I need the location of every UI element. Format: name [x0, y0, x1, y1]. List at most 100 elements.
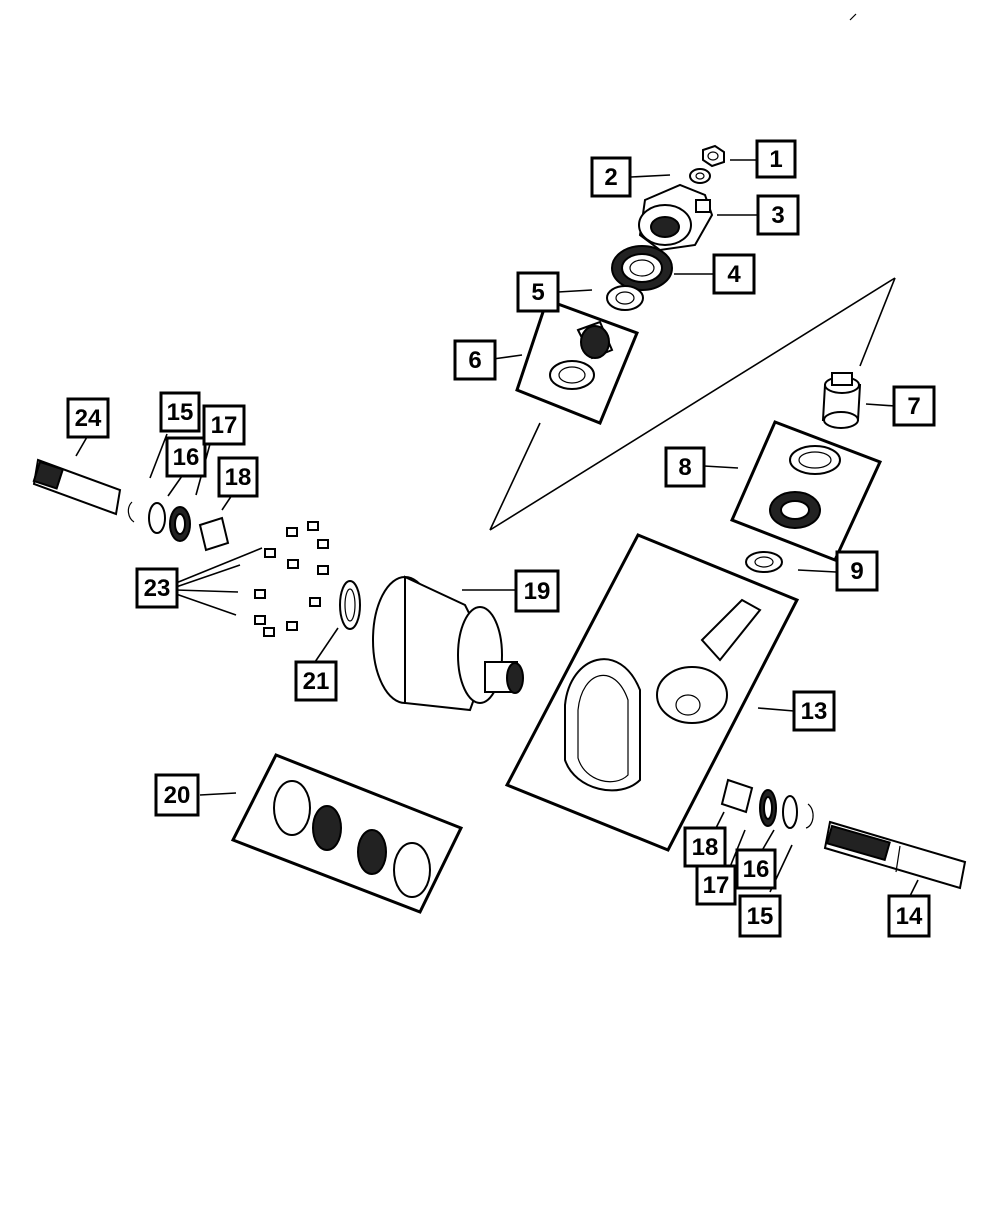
group-box-6: [515, 298, 639, 425]
callout-number: 8: [678, 454, 691, 481]
callout-18b: 18: [683, 826, 727, 868]
callout-15a: 15: [159, 391, 201, 433]
callout-number: 2: [604, 164, 617, 191]
callout-number: 3: [771, 202, 784, 229]
callout-20: 20: [154, 773, 200, 817]
callout-box: [516, 271, 560, 313]
callout-13: 13: [792, 690, 836, 732]
corner-mark: [849, 13, 857, 21]
callout-box: [590, 156, 632, 198]
callout-16b: 16: [735, 848, 777, 890]
callout-box: [835, 550, 879, 592]
callout-4: 4: [712, 253, 756, 295]
callout-6: 6: [453, 339, 497, 381]
callout-box: [453, 339, 497, 381]
callout-21: 21: [294, 660, 338, 702]
callout-box: [202, 404, 246, 446]
callout-17a: 17: [202, 404, 246, 446]
guide-lines: [489, 277, 896, 531]
callout-number: 17: [211, 412, 238, 439]
callout-box: [66, 397, 110, 439]
part-shim-21: [339, 580, 361, 630]
callout-number: 4: [727, 261, 741, 288]
callout-19: 19: [514, 569, 560, 613]
callout-number: 15: [167, 399, 194, 426]
group-box-20: [230, 753, 464, 914]
part-shim-9: [745, 551, 783, 573]
callout-16a: 16: [165, 436, 207, 478]
callout-8: 8: [664, 446, 706, 488]
callout-18a: 18: [217, 456, 259, 498]
callout-box: [738, 894, 782, 938]
callout-number: 20: [164, 782, 191, 809]
part-left-axle-shaft: [32, 458, 122, 516]
callout-number: 23: [144, 575, 171, 602]
callout-number: 5: [531, 279, 544, 306]
part-left-shim: [148, 502, 166, 534]
callout-box: [294, 660, 338, 702]
callout-number: 14: [896, 903, 923, 930]
part-right-bearing-cup: [720, 778, 754, 814]
callout-5: 5: [516, 271, 560, 313]
callout-23: 23: [135, 567, 179, 609]
callout-number: 9: [850, 558, 863, 585]
callout-box: [683, 826, 727, 868]
callout-14: 14: [887, 894, 931, 938]
callout-box: [135, 567, 179, 609]
part-left-seal: [169, 506, 191, 542]
callout-box: [514, 569, 560, 613]
part-ring-gear-bolts: [254, 521, 329, 637]
callout-2: 2: [590, 156, 632, 198]
callout-number: 18: [692, 834, 719, 861]
part-differential-case: [372, 575, 524, 712]
callout-box: [887, 894, 931, 938]
part-pinion-seal: [611, 245, 673, 291]
callout-number: 7: [907, 393, 920, 420]
callout-number: 16: [743, 856, 770, 883]
callout-number: 16: [173, 444, 200, 471]
part-left-snap-ring: [127, 501, 135, 523]
callout-number: 15: [747, 903, 774, 930]
callout-box: [159, 391, 201, 433]
part-right-snap-ring: [805, 803, 814, 829]
callout-9: 9: [835, 550, 879, 592]
callout-box: [165, 436, 207, 478]
part-right-axle-shaft: [823, 820, 967, 890]
callout-box: [756, 194, 800, 236]
callout-box: [664, 446, 706, 488]
part-left-bearing-cup: [198, 516, 230, 552]
part-right-seal: [759, 789, 777, 827]
callout-box: [735, 848, 777, 890]
callout-17b: 17: [695, 864, 737, 906]
part-washer: [689, 168, 711, 184]
callout-number: 19: [524, 578, 551, 605]
callout-number: 21: [303, 668, 330, 695]
callout-number: 13: [801, 698, 828, 725]
callout-box: [712, 253, 756, 295]
part-collapsible-spacer: [821, 372, 862, 429]
callout-box: [154, 773, 200, 817]
callout-box: [892, 385, 936, 427]
callout-box: [217, 456, 259, 498]
callout-1: 1: [755, 139, 797, 179]
callout-box: [695, 864, 737, 906]
part-pinion-yoke: [638, 183, 714, 252]
callout-box: [755, 139, 797, 179]
part-shim-5: [606, 285, 644, 311]
callout-number: 18: [225, 464, 252, 491]
callout-3: 3: [756, 194, 800, 236]
group-box-13: [504, 533, 800, 852]
callout-number: 24: [75, 405, 102, 432]
callout-15b: 15: [738, 894, 782, 938]
callout-number: 1: [769, 146, 782, 173]
callout-number: 6: [468, 347, 481, 374]
callout-number: 17: [703, 872, 730, 899]
group-box-8: [729, 420, 883, 562]
callout-box: [792, 690, 836, 732]
callout-7: 7: [892, 385, 936, 427]
part-nut: [702, 144, 725, 168]
part-right-shim: [782, 795, 798, 829]
callout-24: 24: [66, 397, 110, 439]
